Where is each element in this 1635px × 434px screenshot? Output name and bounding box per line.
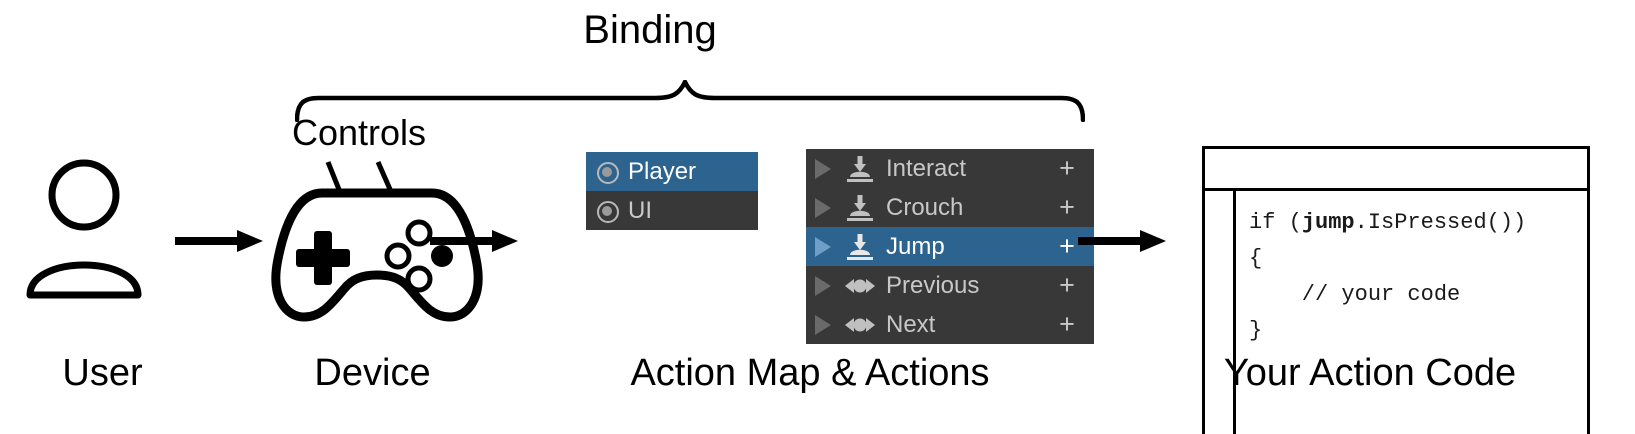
action-row-crouch[interactable]: Crouch + [806,188,1094,227]
caption-user: User [62,352,143,394]
add-binding-button[interactable]: + [1059,153,1075,183]
action-label: Jump [886,232,945,260]
arrow-device-to-actions-icon [430,230,518,252]
chevron-right-icon[interactable] [806,236,840,257]
chevron-right-icon[interactable] [806,197,840,218]
action-map-ring-icon [596,161,619,184]
action-label: Next [886,310,936,338]
controls-label: Controls [292,112,427,153]
action-map-panel[interactable]: Player UI [586,152,758,230]
add-binding-button[interactable]: + [1059,231,1075,261]
action-map-ring-icon [596,200,619,223]
axis-action-icon [840,313,880,337]
gamepad-icon [271,188,483,322]
actions-panel[interactable]: Interact + Crouch + [806,149,1094,344]
add-binding-button[interactable]: + [1059,270,1075,300]
code-text[interactable]: if (jump.IsPressed()) { // your code } [1249,210,1527,343]
add-binding-button[interactable]: + [1059,192,1075,222]
chevron-right-icon[interactable] [806,314,840,335]
button-action-icon [840,154,880,184]
code-window-body[interactable]: if (jump.IsPressed()) { // your code } [1205,191,1587,434]
action-label: Previous [886,271,980,299]
caption-code: Your Action Code [1223,352,1517,394]
action-row-jump[interactable]: Jump + [806,227,1094,266]
add-binding-button[interactable]: + [1059,309,1075,339]
binding-brace-icon [295,80,1085,122]
binding-label: Binding [583,8,717,52]
code-gutter [1233,191,1236,434]
button-action-icon [840,232,880,262]
code-window[interactable]: if (jump.IsPressed()) { // your code } [1202,146,1590,434]
action-row-previous[interactable]: Previous + [806,266,1094,305]
chevron-right-icon[interactable] [806,275,840,296]
chevron-right-icon[interactable] [806,158,840,179]
arrow-user-to-device-icon [175,230,263,252]
arrow-actions-to-code-icon [1078,230,1166,252]
axis-action-icon [840,274,880,298]
action-map-row-player[interactable]: Player [586,152,758,191]
action-row-interact[interactable]: Interact + [806,149,1094,188]
caption-action-map: Action Map & Actions [630,352,990,394]
action-map-label: UI [628,196,652,224]
button-action-icon [840,193,880,223]
caption-device: Device [314,352,431,394]
action-map-row-ui[interactable]: UI [586,191,758,230]
action-label: Crouch [886,193,964,221]
action-row-next[interactable]: Next + [806,305,1094,344]
user-icon [26,159,142,299]
action-label: Interact [886,154,967,182]
action-map-label: Player [628,157,697,185]
code-window-titlebar [1205,149,1587,191]
